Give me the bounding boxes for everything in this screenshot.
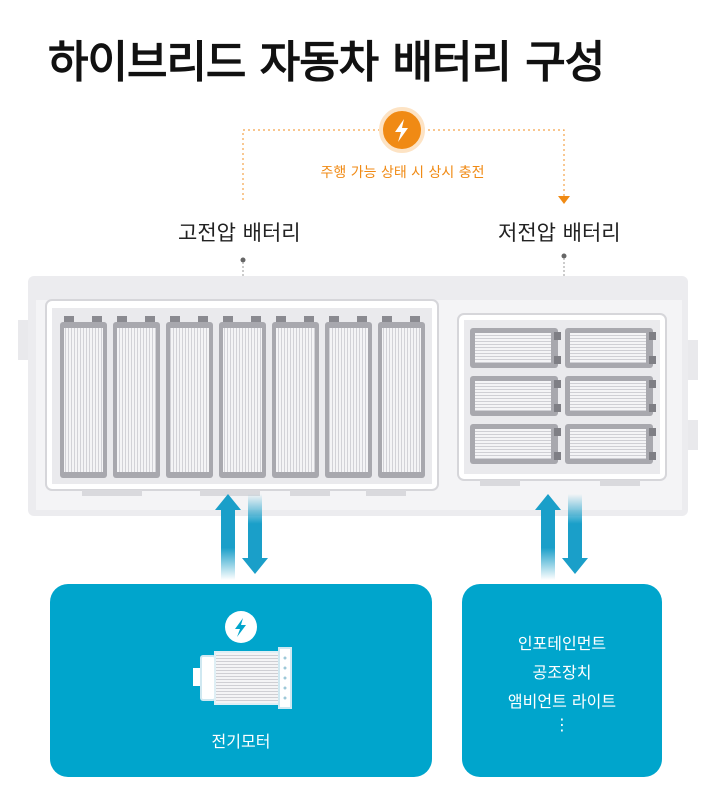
motor-label: 전기모터: [211, 732, 271, 751]
low-voltage-battery: [457, 313, 667, 481]
low-voltage-label: 저전압 배터리: [498, 221, 621, 245]
page-title: 하이브리드 자동차 배터리 구성: [48, 37, 605, 88]
high-voltage-cell: [166, 316, 213, 478]
accessory-item-climate: 공조장치: [532, 663, 592, 682]
accessory-item-more: ⋮: [554, 715, 570, 734]
flow-arrows-left: [215, 494, 268, 580]
battery-pack: [18, 276, 698, 516]
high-voltage-label: 고전압 배터리: [178, 221, 301, 245]
low-voltage-cell: [565, 376, 656, 416]
low-voltage-cell: [470, 376, 561, 416]
low-voltage-cell: [470, 424, 561, 464]
accessory-item-infotainment: 인포테인먼트: [517, 634, 607, 653]
lightning-icon: [379, 107, 425, 153]
motor-icon: [193, 647, 292, 709]
high-voltage-battery: [45, 299, 439, 491]
high-voltage-cell: [113, 316, 160, 478]
flow-arrows-right: [535, 494, 588, 580]
accessory-list: 인포테인먼트 공조장치 앰비언트 라이트 ⋮: [462, 629, 662, 734]
low-voltage-cell: [470, 328, 561, 368]
low-voltage-cell: [565, 424, 656, 464]
high-voltage-cell: [272, 316, 319, 478]
accessory-item-ambient-light: 앰비언트 라이트: [507, 692, 617, 711]
motor-box: 전기모터: [50, 584, 432, 777]
high-voltage-cell: [60, 316, 107, 478]
arrow-down-icon: [558, 196, 570, 204]
high-voltage-cell: [325, 316, 372, 478]
accessories-box: 인포테인먼트 공조장치 앰비언트 라이트 ⋮: [462, 584, 662, 777]
high-voltage-cell: [219, 316, 266, 478]
low-voltage-cell: [565, 328, 656, 368]
charging-note: 주행 가능 상태 시 상시 충전: [320, 165, 485, 181]
lightning-icon: [225, 611, 257, 643]
high-voltage-cell: [378, 316, 425, 478]
